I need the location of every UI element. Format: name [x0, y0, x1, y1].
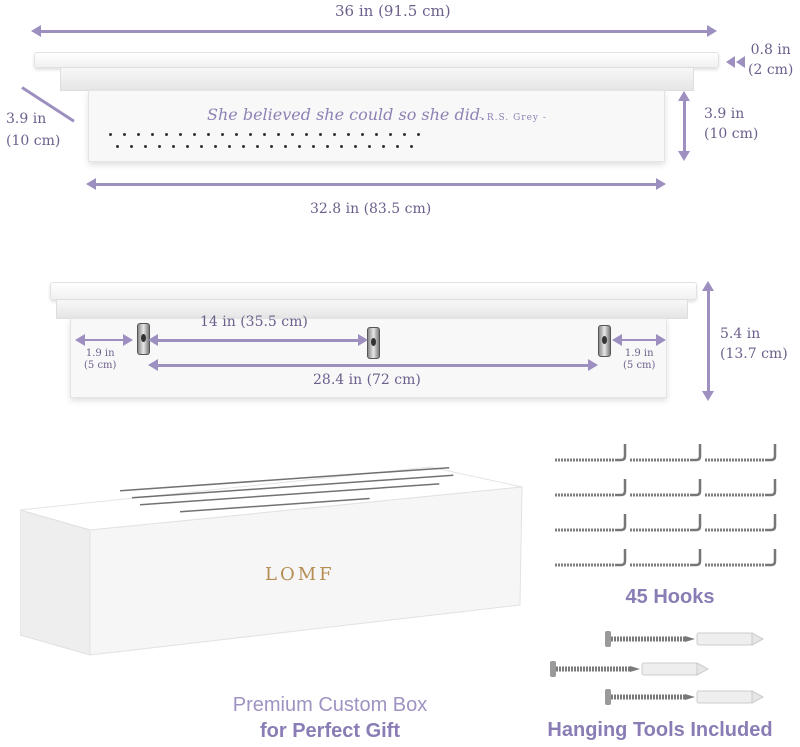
back-shelf-section: 14 in (35.5 cm) 28.4 in (72 cm) 1.9 in (… — [0, 270, 800, 410]
hook-holes-row2 — [116, 145, 413, 148]
tools-label-text: Hanging Tools Included — [547, 719, 773, 741]
hanger-right-icon — [598, 325, 611, 357]
thickness-label: 0.8 in (2 cm) — [748, 40, 793, 80]
hanger-center-icon — [367, 327, 380, 359]
hanger-spacing-label: 14 in (35.5 cm) — [200, 314, 308, 330]
gift-box-section: LOMF Premium Custom Box for Perfect Gift — [0, 455, 540, 747]
gift-box-image — [20, 466, 523, 656]
tools-label: Hanging Tools Included — [520, 719, 800, 742]
box-caption-line2: for Perfect Gift — [205, 718, 455, 744]
thickness-label-line1: 0.8 in — [750, 42, 791, 58]
back-height-line2: (13.7 cm) — [720, 346, 788, 362]
back-height-line1: 5.4 in — [720, 326, 761, 342]
hooks-grid-icon — [555, 442, 777, 567]
back-shelf-top — [50, 282, 697, 300]
box-caption: Premium Custom Box for Perfect Gift — [205, 692, 455, 744]
shelf-width-label: 36 in (91.5 cm) — [335, 2, 451, 20]
board-width-arrow — [86, 178, 666, 190]
depth-label-line1: 3.9 in — [6, 111, 47, 127]
shelf-top-board — [34, 52, 719, 68]
thickness-label-line2: (2 cm) — [748, 62, 794, 78]
hooks-label: 45 Hooks — [585, 586, 755, 609]
right-margin-label: 1.9 in (5 cm) — [623, 348, 655, 372]
screws-anchors-icon — [545, 625, 780, 710]
left-margin-arrow — [75, 334, 133, 346]
shelf-quote-author: - R.S. Grey - — [479, 113, 547, 123]
hooks-label-text: 45 Hooks — [625, 586, 715, 608]
shelf-height-label: 3.9 in (10 cm) — [704, 104, 758, 144]
box-caption-bold: for Perfect Gift — [259, 720, 401, 742]
top-shelf-section: 36 in (91.5 cm) She believed she could s… — [0, 0, 800, 230]
right-margin-arrow — [612, 334, 666, 346]
thickness-arrow-icon-2 — [736, 56, 745, 68]
hooks-section: 45 Hooks — [545, 440, 800, 615]
box-caption-line1: Premium Custom Box — [232, 694, 428, 716]
depth-label-line2: (10 cm) — [6, 133, 61, 149]
left-margin-line1: 1.9 in — [85, 348, 115, 359]
depth-label: 3.9 in (10 cm) — [6, 108, 60, 152]
hanger-span-arrow — [148, 359, 598, 371]
hanger-span-label: 28.4 in (72 cm) — [313, 372, 421, 388]
shelf-height-arrow — [678, 91, 690, 161]
shelf-quote: She believed she could so she did. — [207, 105, 486, 124]
hanger-spacing-arrow — [148, 334, 368, 346]
thickness-arrow-icon — [726, 56, 735, 68]
shelf-height-line2: (10 cm) — [704, 126, 759, 142]
tools-section: Hanging Tools Included — [520, 625, 800, 747]
shelf-molding — [60, 67, 694, 91]
back-height-label: 5.4 in (13.7 cm) — [720, 324, 788, 364]
shelf-height-line1: 3.9 in — [704, 106, 745, 122]
right-margin-line1: 1.9 in — [624, 348, 654, 359]
board-width-label: 32.8 in (83.5 cm) — [310, 201, 432, 217]
shelf-front-board: She believed she could so she did. - R.S… — [88, 90, 665, 162]
right-margin-line2: (5 cm) — [623, 360, 656, 371]
left-margin-label: 1.9 in (5 cm) — [84, 348, 116, 372]
shelf-width-arrow — [31, 25, 717, 37]
hook-holes-row1 — [109, 133, 420, 136]
left-margin-line2: (5 cm) — [84, 360, 117, 371]
back-height-arrow — [702, 281, 714, 401]
box-logo: LOMF — [265, 564, 335, 585]
back-shelf-molding — [56, 299, 688, 319]
